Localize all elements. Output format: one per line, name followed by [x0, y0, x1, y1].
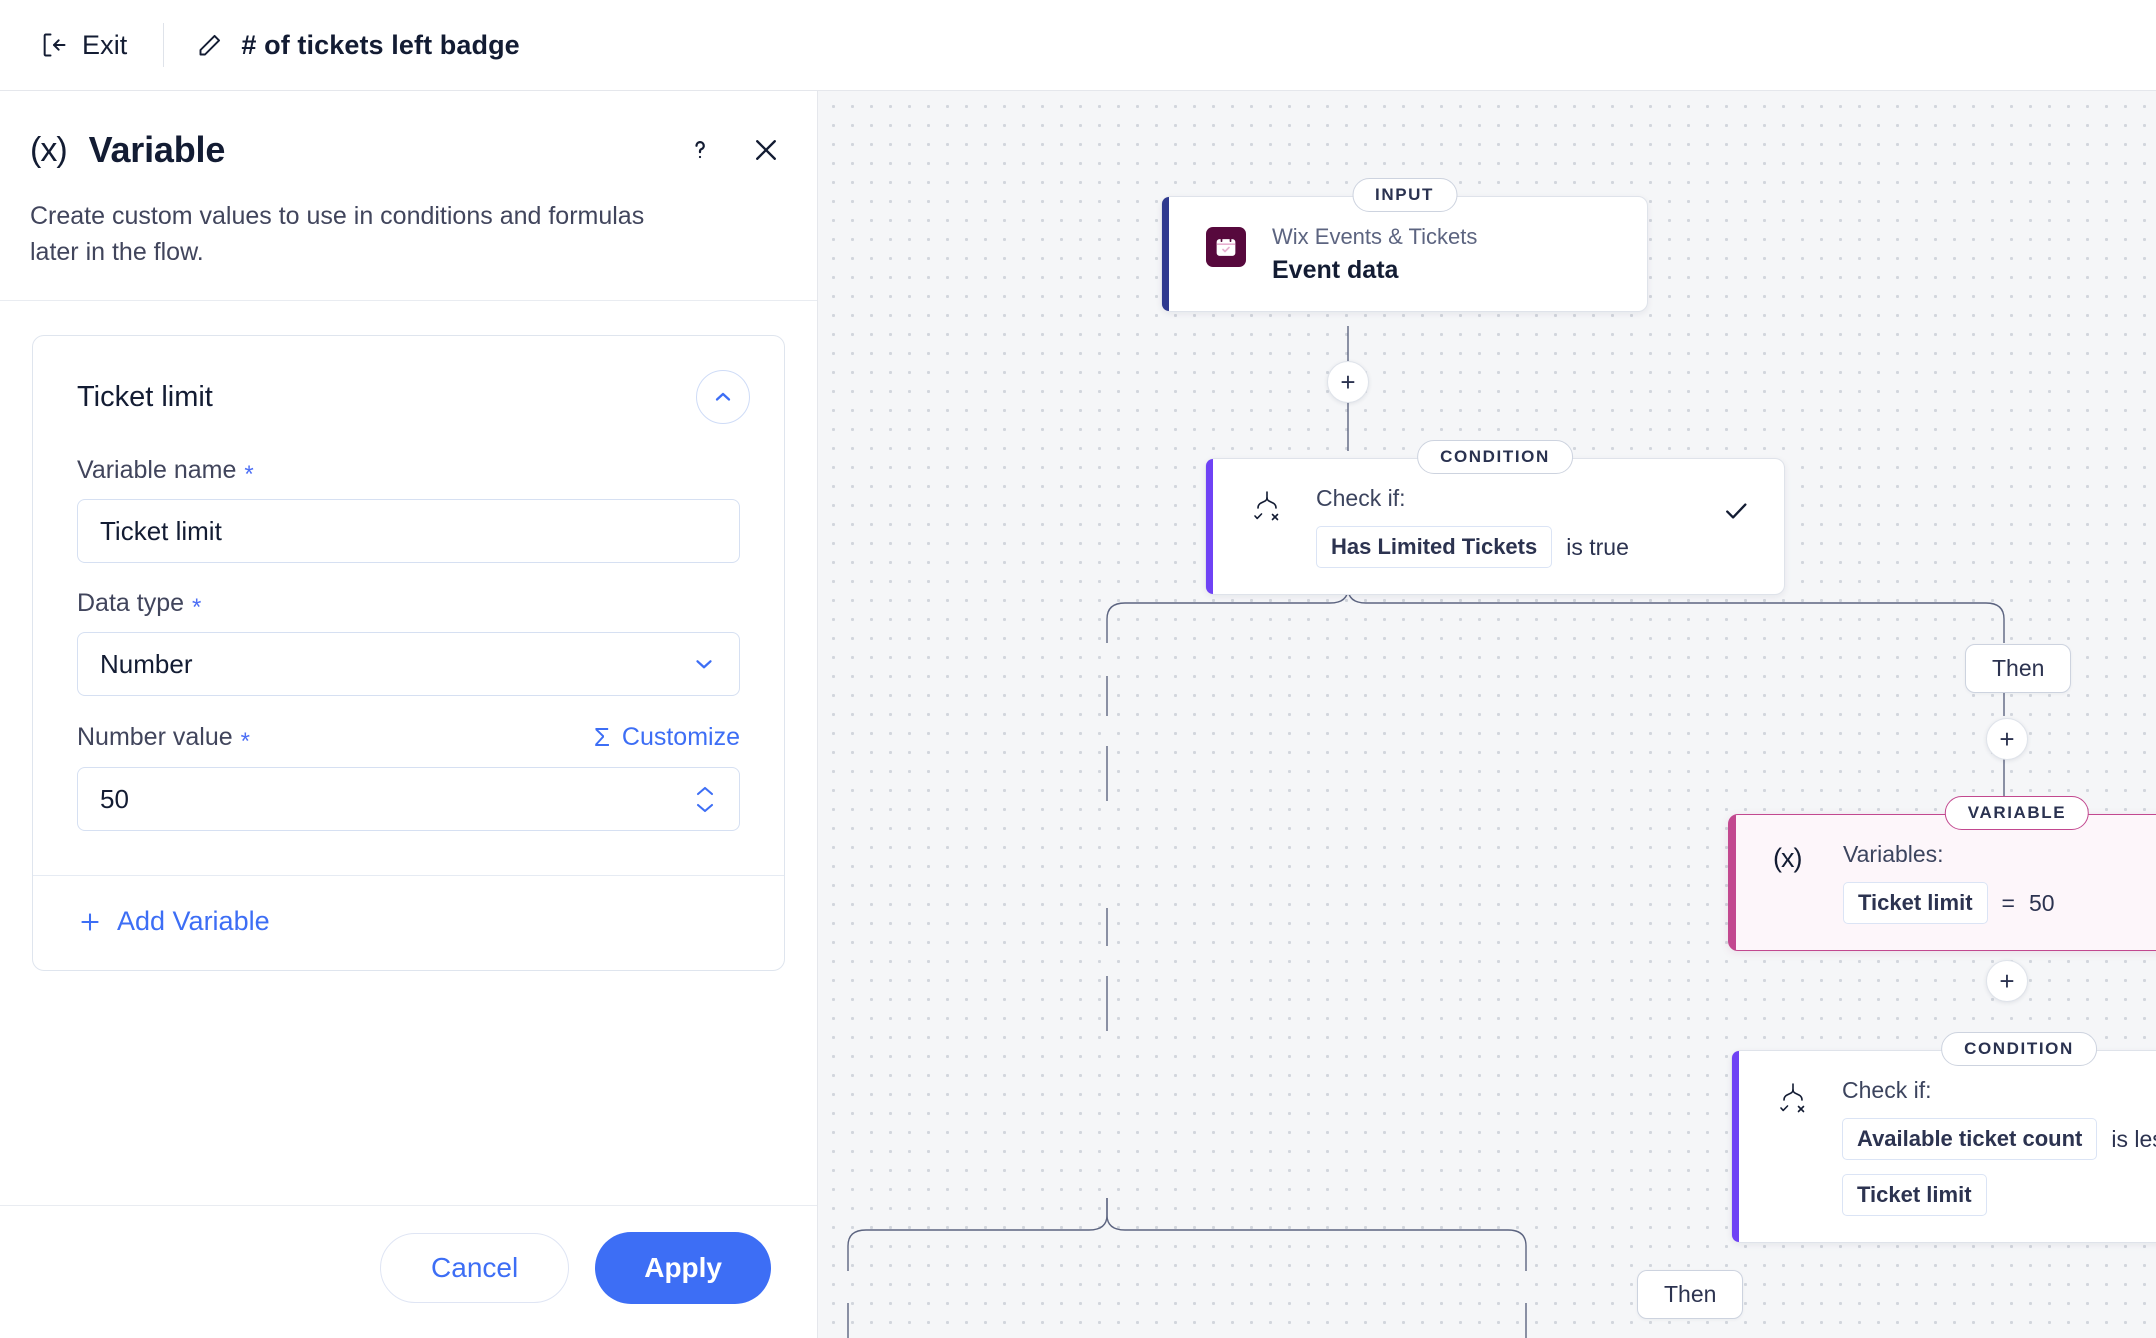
node-accent-bar [1162, 197, 1169, 311]
add-step-button-then-1[interactable]: + [1986, 718, 2028, 760]
variable-name-label-text: Variable name [77, 456, 237, 484]
flow-title-group[interactable]: # of tickets left badge [196, 29, 520, 61]
panel-footer: Cancel Apply [0, 1205, 817, 1338]
input-node-subtitle: Wix Events & Tickets [1272, 224, 1478, 249]
collapse-toggle-button[interactable] [696, 370, 750, 424]
main-body: (x) Variable [0, 91, 2156, 1338]
input-node-title: Event data [1272, 255, 1399, 284]
add-step-button-1[interactable]: + [1327, 361, 1369, 403]
chevron-up-icon [711, 385, 735, 409]
panel-header: (x) Variable [0, 91, 817, 301]
toolbar-divider [163, 23, 165, 67]
number-value-label: Number value * [77, 723, 250, 755]
quantity-stepper[interactable] [693, 785, 717, 814]
node-tag: INPUT [1352, 178, 1457, 212]
input-card[interactable]: INPUT Wix Events [1161, 178, 1648, 312]
branch-label-then-2: Then [1637, 1270, 1744, 1319]
pencil-icon[interactable] [196, 32, 223, 59]
customize-button[interactable]: Σ Customize [594, 722, 740, 753]
plus-icon[interactable]: + [1986, 718, 2028, 760]
node-tag: CONDITION [1941, 1032, 2097, 1066]
exit-label: Exit [82, 29, 128, 60]
node-tag: VARIABLE [1944, 796, 2090, 830]
field-data-type: Data type * Number [77, 589, 740, 696]
node-variable[interactable]: VARIABLE (x) Variables: Ticket limit = 5… [1728, 796, 2156, 951]
data-type-value: Number [100, 648, 193, 679]
close-icon[interactable] [751, 135, 781, 165]
plus-icon[interactable]: + [1986, 960, 2028, 1002]
data-type-label: Data type * [77, 589, 202, 621]
variable-fx-icon: (x) [30, 130, 68, 169]
cancel-button[interactable]: Cancel [380, 1233, 570, 1303]
customize-label: Customize [621, 723, 740, 751]
required-asterisk: * [240, 728, 250, 755]
branch-check-x-icon [1250, 489, 1290, 530]
check-icon [1722, 497, 1750, 525]
sigma-icon: Σ [593, 722, 610, 752]
required-asterisk: * [192, 594, 202, 621]
question-mark-icon[interactable] [685, 135, 715, 165]
variable-node-label: Variables: [1843, 841, 1944, 867]
apply-button[interactable]: Apply [595, 1232, 771, 1304]
node-condition-1[interactable]: CONDITION Check if: [1205, 440, 1785, 595]
condition-label: Check if: [1842, 1077, 1932, 1103]
variable-name-input[interactable]: Ticket limit [77, 499, 740, 563]
node-input[interactable]: INPUT Wix Events [1161, 178, 1648, 312]
condition-label: Check if: [1316, 485, 1406, 511]
variable-panel: (x) Variable [0, 91, 818, 1338]
calendar-check-icon [1206, 227, 1246, 267]
data-type-label-text: Data type [77, 589, 185, 617]
condition-operator: is less than (<) [2111, 1125, 2156, 1152]
add-variable-label: Add Variable [117, 906, 270, 936]
flow-canvas[interactable]: INPUT Wix Events [818, 91, 2156, 1338]
condition-operator: is true [1566, 533, 1629, 560]
node-accent-bar [1206, 459, 1213, 594]
branch-label-then-1: Then [1965, 644, 2072, 693]
variable-name-value: Ticket limit [100, 515, 222, 546]
variable-fx-icon: (x) [1773, 843, 1802, 873]
variable-name-label: Variable name * [77, 456, 254, 488]
panel-description: Create custom values to use in condition… [30, 202, 645, 266]
node-accent-bar [1729, 815, 1736, 950]
variable-node-card[interactable]: VARIABLE (x) Variables: Ticket limit = 5… [1728, 796, 2156, 951]
data-type-select[interactable]: Number [77, 632, 740, 696]
plus-icon[interactable]: + [1327, 361, 1369, 403]
condition-chip-right[interactable]: Ticket limit [1842, 1174, 1987, 1216]
variable-card-header: Ticket limit [33, 336, 784, 430]
node-tag: CONDITION [1417, 440, 1573, 474]
panel-title-group: (x) Variable [30, 129, 685, 171]
condition-card[interactable]: CONDITION Check if: [1731, 1032, 2156, 1243]
panel-content: Ticket limit [0, 301, 817, 1205]
variable-card-footer: Add Variable [33, 875, 784, 970]
variable-chip[interactable]: Ticket limit [1843, 882, 1988, 924]
variable-card-name: Ticket limit [77, 380, 213, 413]
node-condition-2[interactable]: CONDITION Check if: [1731, 1032, 2156, 1243]
number-value-label-text: Number value [77, 723, 233, 751]
branch-check-x-icon [1776, 1081, 1816, 1122]
condition-card[interactable]: CONDITION Check if: [1205, 440, 1785, 595]
variable-card-body: Variable name * Ticket limit [33, 430, 784, 875]
chevron-down-icon [691, 651, 717, 677]
condition-chip-left[interactable]: Available ticket count [1842, 1118, 2098, 1160]
field-number-value: Number value * Σ Customize 50 [77, 722, 740, 831]
exit-icon [40, 31, 68, 59]
page-title: Variable [88, 129, 226, 170]
add-variable-button[interactable]: Add Variable [77, 906, 270, 937]
flow-title: # of tickets left badge [241, 29, 520, 60]
required-asterisk: * [244, 461, 254, 488]
branch-pill: Then [1965, 644, 2072, 693]
field-variable-name: Variable name * Ticket limit [77, 456, 740, 563]
number-value-text: 50 [100, 783, 129, 814]
variable-card: Ticket limit [32, 335, 785, 971]
plus-icon [77, 909, 103, 935]
top-bar: Exit # of tickets left badge [0, 0, 2156, 91]
variable-value: 50 [2028, 889, 2055, 916]
variable-operator: = [2001, 889, 2015, 916]
add-step-button-2[interactable]: + [1986, 960, 2028, 1002]
number-value-input[interactable]: 50 [77, 767, 740, 831]
condition-chip[interactable]: Has Limited Tickets [1316, 526, 1553, 568]
node-accent-bar [1732, 1051, 1739, 1242]
branch-pill: Then [1637, 1270, 1744, 1319]
exit-button[interactable]: Exit [36, 24, 131, 67]
